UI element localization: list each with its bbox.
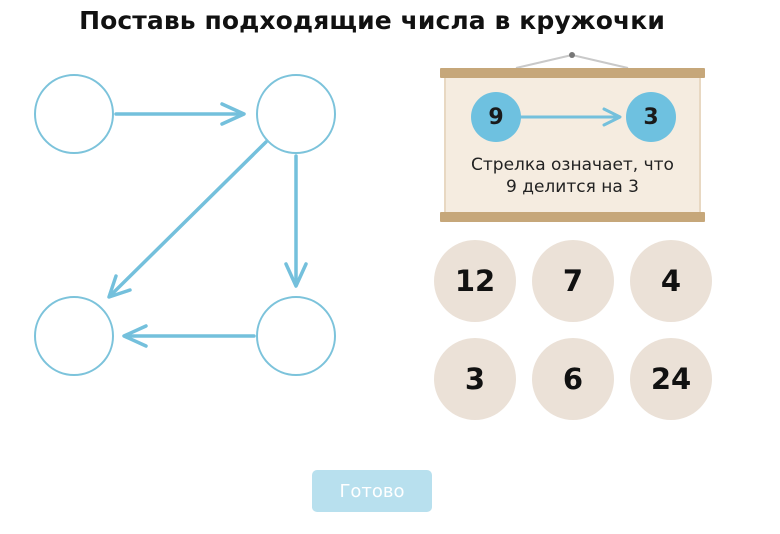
page-title: Поставь подходящие числа в кружочки [79, 6, 665, 35]
number-tile[interactable]: 3 [434, 338, 516, 420]
scroll-hanger [515, 52, 629, 69]
arrowhead [220, 102, 246, 126]
number-tile[interactable]: 4 [630, 240, 712, 322]
number-tile[interactable]: 12 [434, 240, 516, 322]
number-tile[interactable]: 24 [630, 338, 712, 420]
hint-caption-line2: 9 делится на 3 [506, 177, 639, 197]
example-divisor: 3 [626, 92, 676, 142]
slot-bottom-right[interactable] [256, 296, 336, 376]
slot-top-right[interactable] [256, 74, 336, 154]
hint-caption-line1: Стрелка означает, что [471, 155, 674, 175]
hint-panel: 9 3 Стрелка означает, что 9 делится на 3 [444, 78, 701, 212]
arrow-top-right-to-bottom-left [110, 140, 268, 296]
example-dividend: 9 [471, 92, 521, 142]
nail-icon [569, 52, 575, 58]
arrowhead [284, 262, 308, 288]
scroll-rod-top [440, 68, 705, 78]
slot-bottom-left[interactable] [34, 296, 114, 376]
done-button[interactable]: Готово [312, 470, 432, 512]
example-arrow [516, 107, 622, 127]
slot-top-left[interactable] [34, 74, 114, 154]
hint-caption: Стрелка означает, что 9 делится на 3 [446, 154, 699, 198]
graph-arrows [107, 102, 308, 348]
number-tile[interactable]: 7 [532, 240, 614, 322]
number-tile[interactable]: 6 [532, 338, 614, 420]
arrowhead [122, 324, 148, 348]
scroll-rod-bottom [440, 212, 705, 222]
arrowhead [107, 274, 132, 299]
